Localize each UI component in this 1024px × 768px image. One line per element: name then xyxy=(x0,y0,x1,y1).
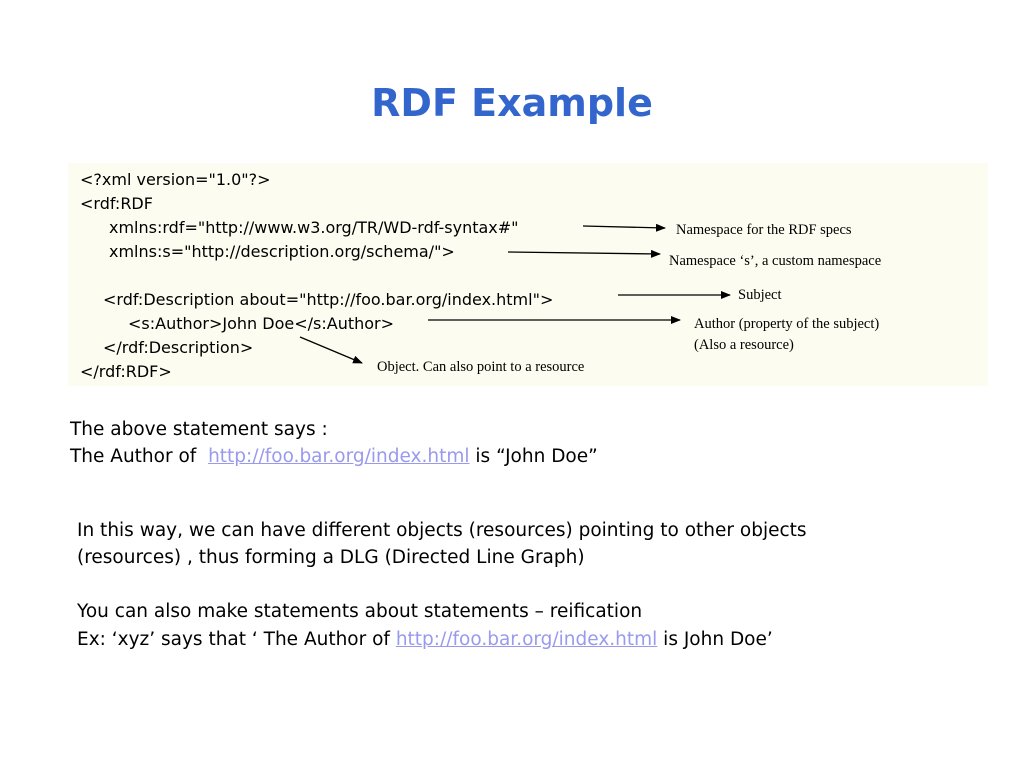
reification-example-line: Ex: ‘xyz’ says that ‘ The Author of http… xyxy=(77,626,773,653)
reification-link[interactable]: http://foo.bar.org/index.html xyxy=(395,629,658,650)
code-line-description-open: <rdf:Description about="http://foo.bar.o… xyxy=(103,290,554,309)
annotation-author-line1: Author (property of the subject) xyxy=(694,316,880,332)
statement-link[interactable]: http://foo.bar.org/index.html xyxy=(208,446,470,467)
annotation-author-line2: (Also a resource) xyxy=(694,337,794,353)
statement-author-line: The Author of http://foo.bar.org/index.h… xyxy=(70,443,598,470)
code-line-xml-declaration: <?xml version="1.0"?> xyxy=(80,170,271,189)
explanation-line1: In this way, we can have different objec… xyxy=(77,520,807,541)
reification-prefix: Ex: ‘xyz’ says that ‘ The Author of xyxy=(77,629,396,650)
statement-suffix: is “John Doe” xyxy=(469,446,598,467)
code-line-rdf-close: </rdf:RDF> xyxy=(80,362,172,381)
annotation-object: Object. Can also point to a resource xyxy=(377,359,585,375)
statement-intro: The above statement says : xyxy=(70,419,328,440)
code-line-xmlns-rdf: xmlns:rdf="http://www.w3.org/TR/WD-rdf-s… xyxy=(109,218,519,237)
annotation-namespace-s: Namespace ‘s’, a custom namespace xyxy=(669,253,882,269)
rdf-code-block xyxy=(68,163,988,386)
reification-line: You can also make statements about state… xyxy=(77,601,643,622)
statement-prefix: The Author of xyxy=(70,446,203,467)
code-line-rdf-open: <rdf:RDF xyxy=(80,194,153,213)
reification-suffix: is John Doe’ xyxy=(657,629,773,650)
explanation-line2: (resources) , thus forming a DLG (Direct… xyxy=(77,547,585,568)
code-line-author: <s:Author>John Doe</s:Author> xyxy=(128,314,395,333)
annotation-subject: Subject xyxy=(738,287,782,303)
code-line-xmlns-s: xmlns:s="http://description.org/schema/"… xyxy=(109,242,455,261)
annotation-namespace-rdf: Namespace for the RDF specs xyxy=(676,222,852,238)
code-line-description-close: </rdf:Description> xyxy=(103,338,254,357)
slide-title: RDF Example xyxy=(371,81,653,125)
arrow-namespace-s xyxy=(507,249,661,258)
arrow-object xyxy=(299,336,363,364)
arrow-namespace-rdf xyxy=(582,223,666,232)
